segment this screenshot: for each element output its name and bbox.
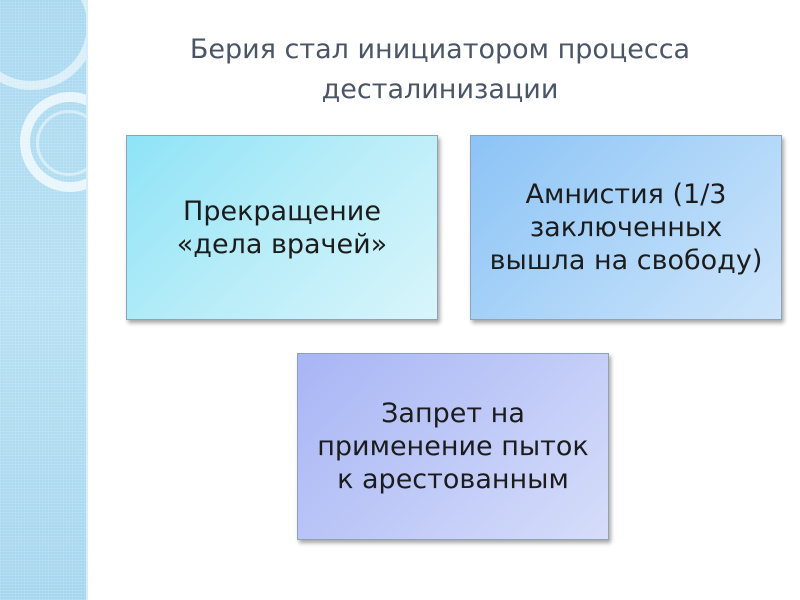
diagram-box-text: Прекращение «дела врачей» xyxy=(176,195,388,260)
diagram-box-torture-ban: Запрет на применение пыток к арестованны… xyxy=(297,353,609,540)
side-band-edge xyxy=(86,0,88,600)
diagram-box-amnesty: Амнистия (1/3 заключенных вышла на свобо… xyxy=(470,135,782,320)
decorative-side-band xyxy=(0,0,88,600)
slide-title: Берия стал инициатором процесса десталин… xyxy=(189,34,691,105)
diagram-box-doctors-plot: Прекращение «дела врачей» xyxy=(126,135,438,320)
decorative-ring-icon xyxy=(20,92,88,192)
decorative-ring-icon xyxy=(0,0,88,90)
diagram-box-text: Амнистия (1/3 заключенных вышла на свобо… xyxy=(489,179,763,276)
decorative-ring-icon xyxy=(36,110,88,176)
diagram-box-text: Запрет на применение пыток к арестованны… xyxy=(317,398,589,495)
